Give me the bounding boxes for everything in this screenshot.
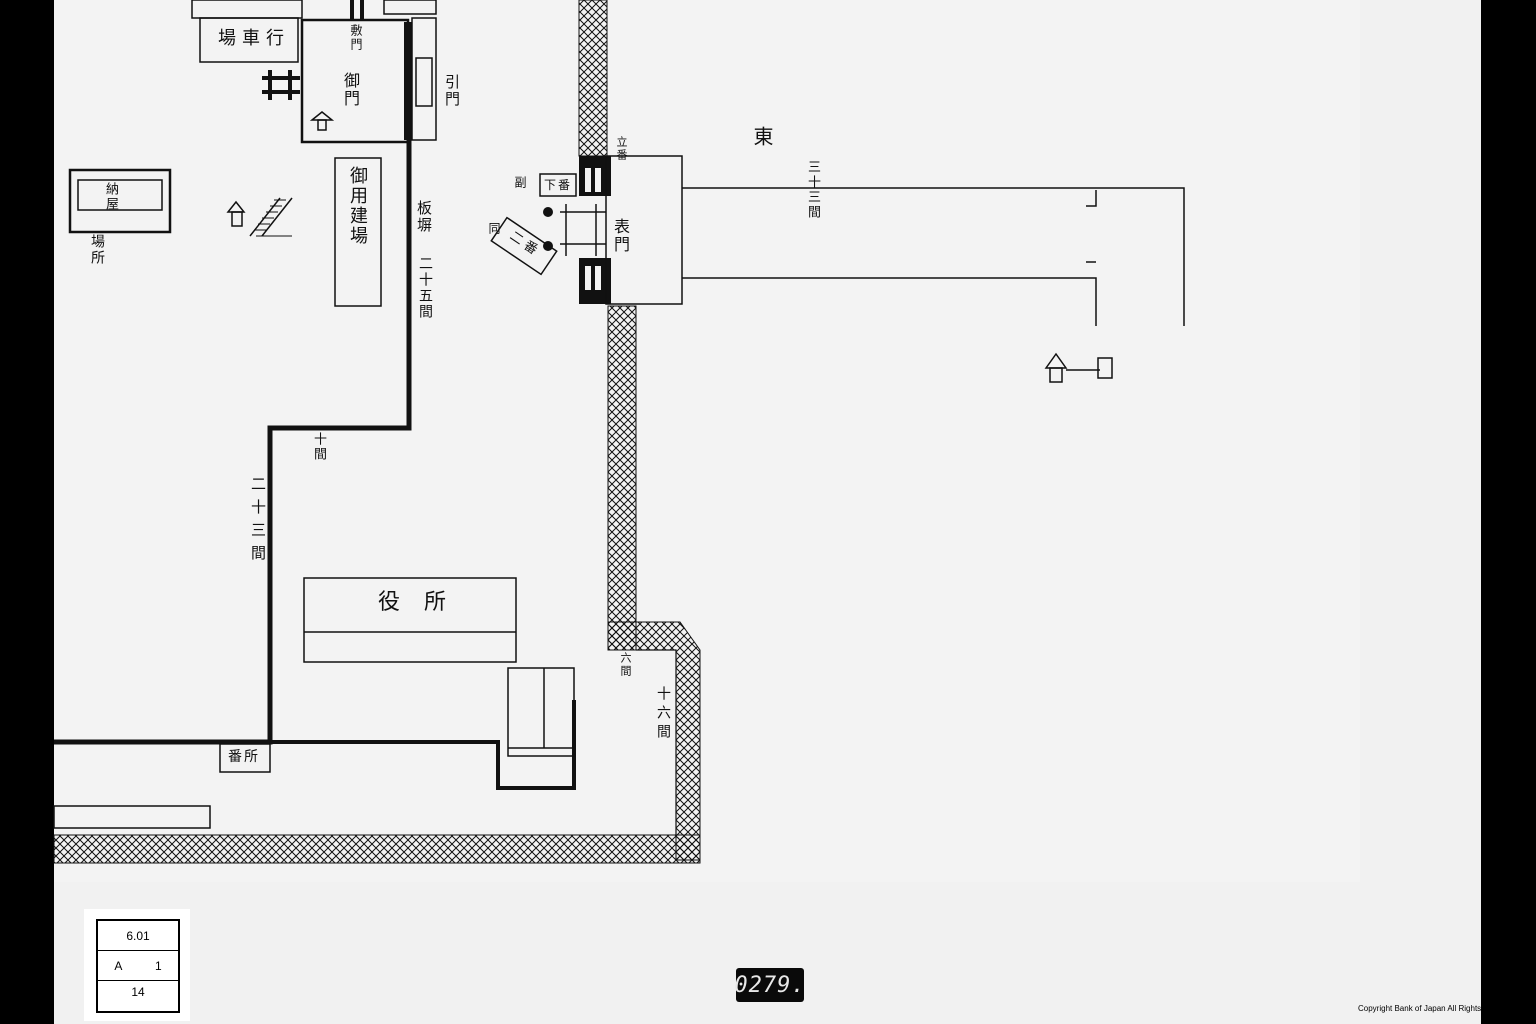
index-row-3: 14 (98, 981, 178, 1011)
bottom-ledge (53, 805, 211, 829)
gyoshajo-building (199, 17, 299, 63)
building-top-left (191, 0, 303, 19)
label-10-ken: 十間 (311, 432, 326, 462)
gate-post-black (404, 22, 412, 140)
label-gyoshajo: 場車行 (218, 28, 290, 49)
stone-wall-bottom (53, 834, 701, 864)
watchtower-icon (226, 197, 293, 237)
bansho-box (219, 743, 271, 773)
lantern-icon (309, 111, 335, 131)
label-25-ken: 二十五間 (417, 256, 433, 320)
label-tachiban: 立番 (615, 136, 628, 162)
label-33-ken-east: 三十三間 (805, 160, 820, 220)
index-row-2: A 1 (98, 951, 178, 981)
storehouse-building (68, 168, 172, 234)
fence-to-building (270, 700, 576, 790)
frame-number: 0279. (734, 968, 805, 1002)
east-approach-upper (682, 187, 1185, 326)
stone-wall-vertical (607, 305, 637, 651)
yakusho-building (303, 577, 517, 663)
gate-crossbar (543, 204, 606, 256)
index-value-2a: A (114, 958, 123, 973)
building-top-right (383, 0, 437, 15)
side-gate-box (411, 17, 437, 141)
side-gate-inner (415, 57, 433, 107)
label-fuku: 副 (513, 176, 527, 190)
gate-icon (262, 70, 300, 100)
label-omote-mon: 表門 (611, 218, 630, 254)
label-kura: 納屋 (103, 182, 118, 212)
label-hikemon: 引門 (443, 74, 461, 108)
label-goyo-tateba: 御用建場 (347, 166, 368, 246)
east-approach-lower (682, 277, 1097, 326)
label-23-ken: 二十三間 (249, 476, 267, 568)
index-value-3: 14 (131, 985, 145, 999)
label-shikimon: 敷門 (349, 24, 363, 52)
label-yakusho: 役所 (378, 590, 471, 615)
label-bansho: 番所 (228, 749, 260, 765)
archive-index-card: 6.01 A 1 14 (84, 909, 190, 1021)
annex-building (507, 667, 575, 757)
label-6-ken: 六間 (619, 652, 632, 678)
label-ita-bei: 板塀 (415, 200, 433, 234)
gehan-box (539, 173, 577, 197)
label-omon: 御門 (341, 72, 360, 108)
guard-post-icon (1044, 352, 1113, 383)
board-fence-line (54, 140, 412, 745)
index-value-1: 6.01 (126, 928, 150, 943)
omote-mon-building (605, 155, 683, 305)
goyo-tateba-box (334, 157, 382, 307)
stone-wall-upper (578, 0, 608, 157)
index-row-1: 6.01 (98, 921, 178, 951)
inner-boundary-line (636, 649, 677, 835)
label-gehan: 下番 (544, 178, 573, 192)
copyright-notice: Copyright Bank of Japan All Rights Reser… (1358, 1004, 1520, 1013)
index-table: 6.01 A 1 14 (96, 919, 180, 1013)
index-value-2b: 1 (154, 958, 162, 973)
label-16-ken: 十六間 (655, 686, 671, 743)
label-higashi: 東 (750, 126, 774, 148)
label-kura-place: 場所 (89, 234, 105, 266)
label-tou: 同 (487, 222, 501, 236)
ni-ban-box (490, 216, 558, 276)
